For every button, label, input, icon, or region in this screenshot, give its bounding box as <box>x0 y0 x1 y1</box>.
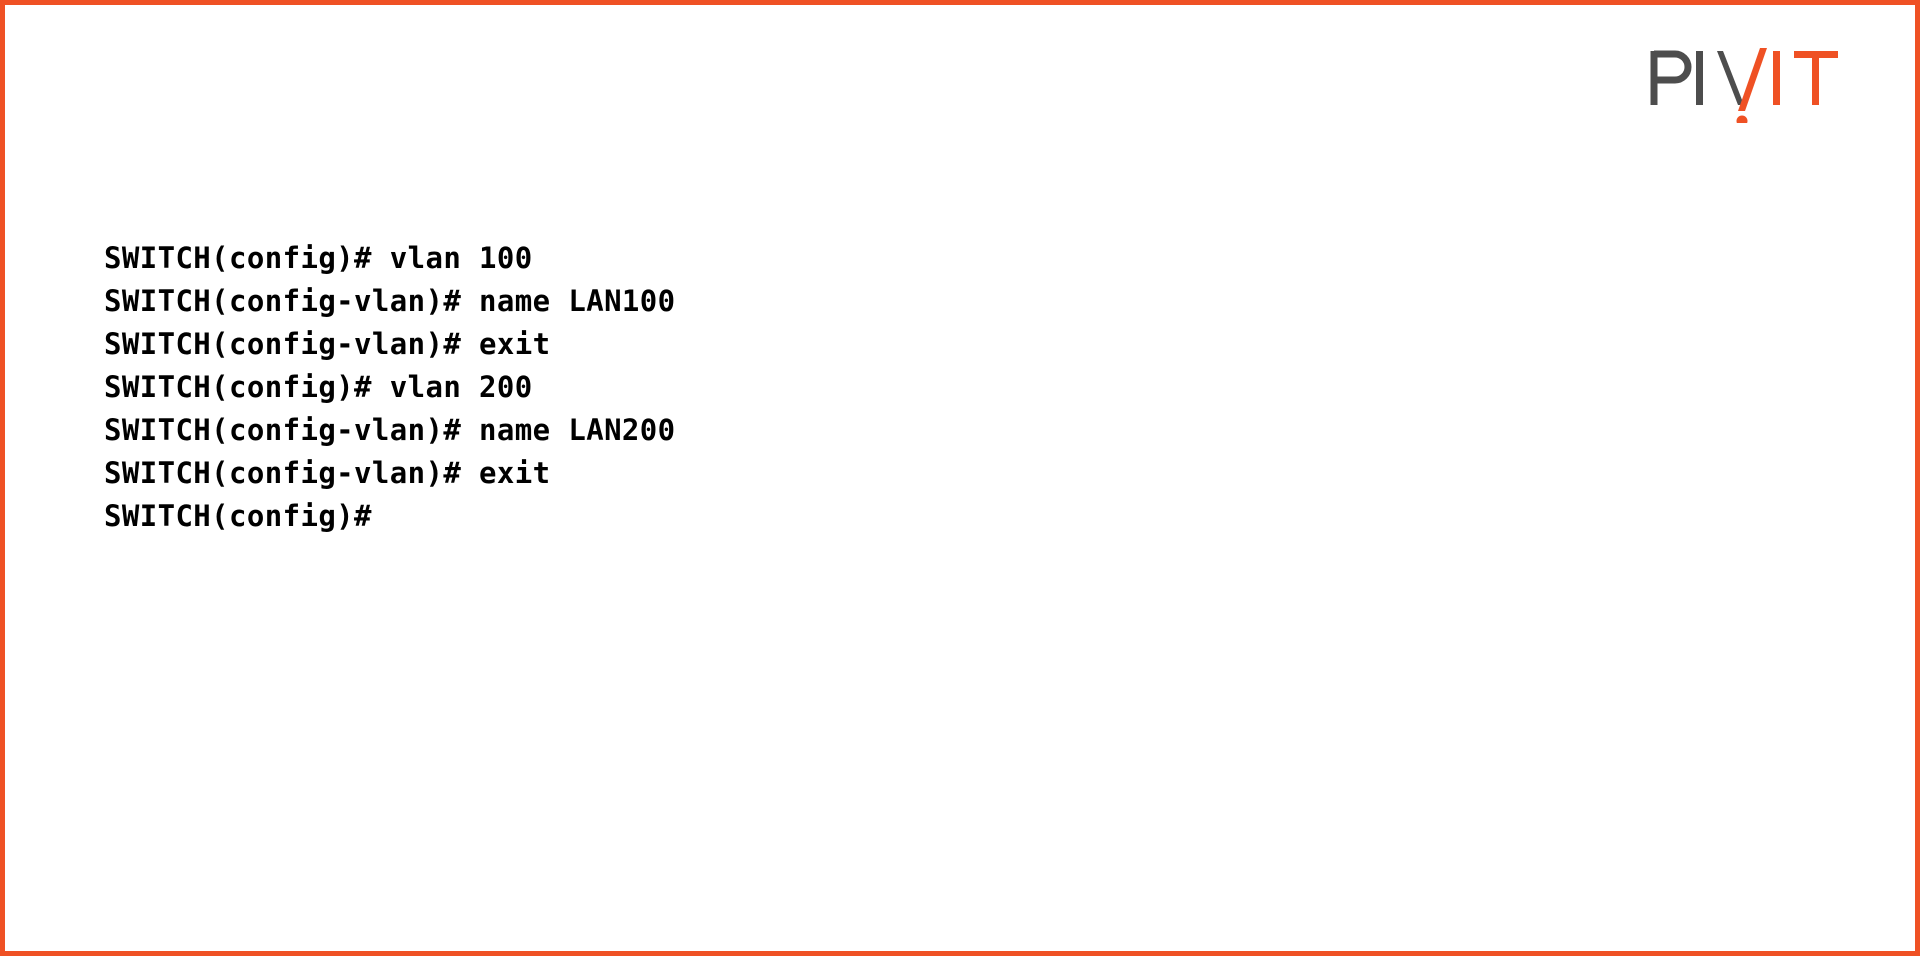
cli-transcript: SWITCH(config)# vlan 100 SWITCH(config-v… <box>104 237 1204 538</box>
cli-line: SWITCH(config)# vlan 200 <box>104 370 533 404</box>
cli-line: SWITCH(config-vlan)# name LAN100 <box>104 284 676 318</box>
logo-letter-v <box>1717 51 1744 105</box>
cli-line: SWITCH(config-vlan)# name LAN200 <box>104 413 676 447</box>
cli-line: SWITCH(config-vlan)# exit <box>104 456 551 490</box>
cli-line: SWITCH(config)# <box>104 499 372 533</box>
logo-letter-i-dark <box>1696 51 1703 105</box>
cli-line: SWITCH(config-vlan)# exit <box>104 327 551 361</box>
logo-accent-slash <box>1738 48 1767 111</box>
pivit-logo <box>1649 43 1839 123</box>
logo-letter-p <box>1650 50 1692 105</box>
logo-letter-t <box>1794 51 1838 105</box>
cli-line: SWITCH(config)# vlan 100 <box>104 241 533 275</box>
logo-accent-dot <box>1736 115 1748 123</box>
logo-letter-i-accent <box>1773 51 1780 105</box>
